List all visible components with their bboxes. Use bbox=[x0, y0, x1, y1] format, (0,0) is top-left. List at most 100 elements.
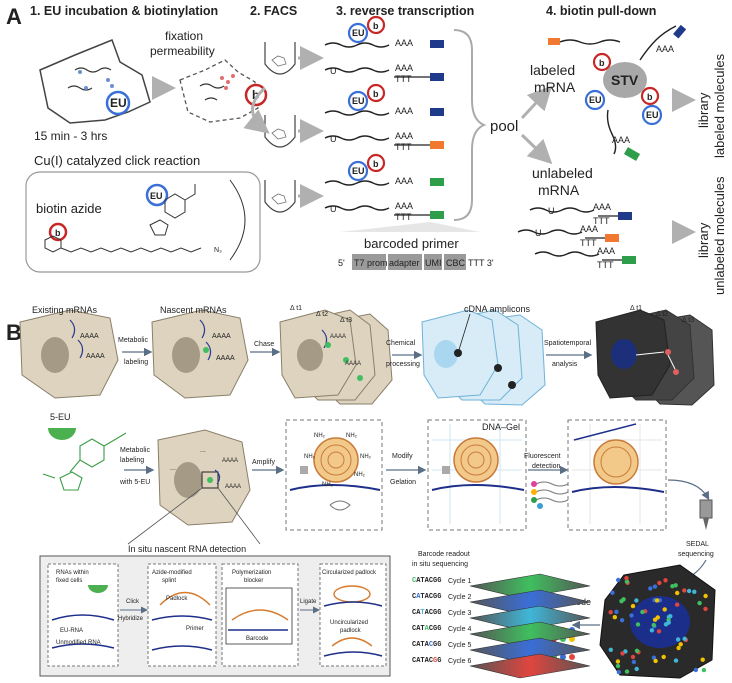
nh2-4: NH₂ bbox=[304, 454, 316, 460]
panel-a-label: A bbox=[6, 4, 22, 29]
primer-label-b: Primer bbox=[186, 626, 204, 632]
eu-badge-2-text: EU bbox=[150, 191, 163, 201]
sequenced-spot bbox=[651, 622, 656, 628]
cycle-slab bbox=[469, 653, 591, 679]
ml5eu-1: Metabolic bbox=[120, 447, 150, 454]
sedal-label-1: SEDAL bbox=[686, 541, 709, 548]
sequenced-spot bbox=[666, 620, 671, 625]
eu-badge-pull-2 bbox=[641, 104, 663, 126]
b-aaaa-8: AAAA bbox=[225, 484, 241, 490]
b-aaaa-7: AAAA bbox=[222, 458, 238, 464]
primer-t7prom: T7 prom bbox=[354, 258, 388, 268]
b-aaaa-4: AAAA bbox=[216, 355, 235, 362]
amplify-label: Amplify bbox=[252, 459, 275, 466]
sequenced-spot bbox=[670, 584, 675, 589]
sequenced-spot bbox=[676, 645, 681, 651]
cycle-label: Cycle 3 bbox=[448, 610, 471, 617]
nascent-mrnas-label: Nascent mRNAs bbox=[160, 305, 227, 315]
biotin-badge-rt-3 bbox=[366, 153, 386, 173]
sequenced-spot bbox=[682, 636, 687, 641]
sequenced-spot bbox=[668, 614, 673, 619]
n3-label: N₃ bbox=[214, 247, 222, 254]
biotin-badge-rt-1-text: b bbox=[373, 21, 379, 31]
sequenced-spot bbox=[620, 651, 625, 656]
five-eu-label: 5-EU bbox=[50, 412, 71, 422]
uncirc-padlock-2: padlock bbox=[340, 628, 362, 634]
sequenced-spot bbox=[655, 615, 660, 620]
nh2-6: NH₂ bbox=[354, 472, 366, 478]
sequenced-spot bbox=[675, 602, 680, 607]
sequenced-spot bbox=[678, 642, 683, 647]
sequenced-spot bbox=[703, 606, 708, 612]
sequenced-spot bbox=[648, 586, 653, 591]
eu-badge-rt-2-text: EU bbox=[352, 96, 365, 106]
sequenced-spot bbox=[619, 618, 625, 623]
rt-pair-1 bbox=[324, 40, 444, 81]
sequenced-spot bbox=[703, 593, 708, 599]
rt-ttt-1: TTT bbox=[395, 74, 412, 84]
facs-tubes bbox=[264, 42, 296, 213]
cycle-slab bbox=[469, 573, 591, 599]
rt-aaa-1: AAA bbox=[395, 38, 413, 48]
biotin-badge-rt-2-text: b bbox=[373, 89, 379, 99]
metabolic-labeling-1: Metabolic bbox=[118, 337, 148, 344]
unl-aaa-3: AAA bbox=[597, 246, 615, 256]
fluor-det-2: detection bbox=[532, 463, 561, 470]
eu-badge-rt-1 bbox=[347, 22, 369, 44]
unl-aaa-2: AAA bbox=[580, 224, 598, 234]
permeability-label: permeability bbox=[150, 44, 215, 58]
ml5eu-2: labeling bbox=[120, 457, 144, 464]
barcode-sequence: CATACGG bbox=[412, 657, 441, 665]
unl-u-1: U bbox=[548, 206, 555, 216]
biotin-badge-pull-1-text: b bbox=[599, 58, 605, 68]
sequenced-spot bbox=[635, 622, 641, 627]
nh2-1: NH₂ bbox=[314, 433, 326, 439]
insitu-step-1-cell bbox=[51, 614, 115, 621]
metabolic-labeling-2: labeling bbox=[124, 359, 148, 366]
stv-label: STV bbox=[611, 72, 639, 88]
rt-ttt-3: TTT bbox=[395, 212, 412, 222]
decode-grid-dot bbox=[560, 654, 566, 660]
step-3-title: 3. reverse transcription bbox=[336, 4, 474, 18]
sequenced-spot bbox=[654, 598, 660, 603]
pool-label: pool bbox=[490, 118, 518, 135]
biotin-badge-1-text: b bbox=[252, 88, 259, 102]
barcode-sequence: CATACGG bbox=[412, 625, 441, 633]
unl-ttt-1: TTT bbox=[593, 216, 610, 226]
duration-label: 15 min - 3 hrs bbox=[34, 129, 107, 143]
primer-cbc: CBC bbox=[446, 258, 466, 268]
modify-label: Modify bbox=[392, 453, 413, 460]
decode-grid-dot bbox=[569, 654, 575, 660]
click-reaction-box bbox=[25, 171, 261, 273]
five-eu-structure bbox=[42, 432, 127, 491]
dt1-row1-analysis: Δ t1 bbox=[630, 305, 642, 312]
spatiotemporal-1: Spatiotemporal bbox=[544, 340, 592, 347]
circ-padlock-label: Circularized padlock bbox=[322, 570, 377, 576]
sequenced-spot bbox=[673, 658, 679, 663]
sedal-tip-icon bbox=[699, 499, 713, 530]
primer-umi: UMI bbox=[425, 258, 442, 268]
dt2-row1-analysis: Δ t2 bbox=[656, 311, 668, 318]
padlock-label: Padlock bbox=[166, 596, 188, 602]
cells-chase-stack bbox=[279, 309, 393, 405]
biotin-badge-pull-1 bbox=[592, 52, 612, 72]
sequenced-spot bbox=[657, 580, 662, 586]
sequenced-spot bbox=[624, 579, 630, 584]
library-labeled-2: labeled molecules bbox=[712, 53, 727, 158]
click-reaction-title: Cu(I) catalyzed click reaction bbox=[34, 153, 200, 168]
dt3-row1-analysis: Δ t3 bbox=[682, 317, 694, 324]
chemical-structure bbox=[44, 179, 246, 261]
hybridize-label: Hybridize bbox=[118, 616, 144, 622]
sequenced-spot bbox=[634, 648, 640, 653]
labeled-mrna-label-1: labeled bbox=[530, 62, 575, 78]
cells-cdna bbox=[421, 309, 546, 406]
rt-aaa-2: AAA bbox=[395, 63, 413, 73]
sequenced-spot bbox=[649, 628, 655, 633]
sequenced-spot bbox=[615, 663, 621, 669]
eu-drop-icon bbox=[88, 585, 108, 593]
sequenced-spot bbox=[608, 647, 613, 652]
sequenced-spot bbox=[662, 607, 667, 612]
fixation-label: fixation bbox=[165, 29, 203, 43]
rt-pair-3 bbox=[324, 178, 444, 219]
sequenced-spot bbox=[692, 589, 697, 594]
